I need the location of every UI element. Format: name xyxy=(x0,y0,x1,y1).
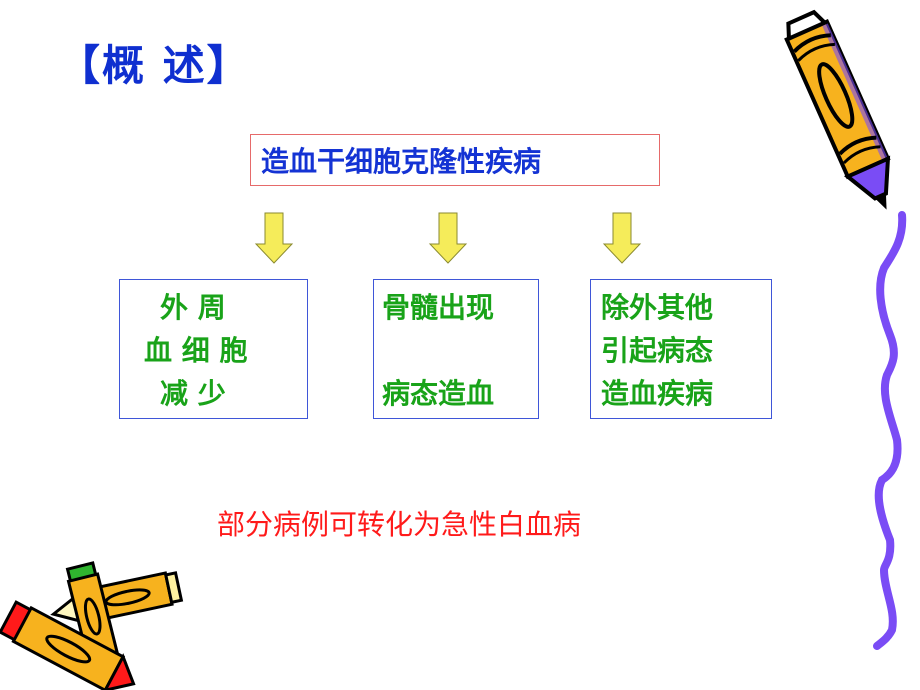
page-title: 【概 述】 xyxy=(58,41,251,90)
box-line: 病态造血 xyxy=(382,377,495,410)
box-line: 血 细 胞 xyxy=(144,334,248,367)
arrow-down-icon xyxy=(254,212,294,264)
box-peripheral-cytopenia: 外 周 血 细 胞 减 少 xyxy=(119,279,308,419)
leukemia-note: 部分病例可转化为急性白血病 xyxy=(217,508,582,541)
crayon-icon xyxy=(784,9,891,210)
squiggle-line-icon xyxy=(873,211,907,650)
box-line: 造血疾病 xyxy=(601,377,714,410)
box-line: 外 周 xyxy=(160,291,226,324)
crossed-crayons-icon xyxy=(0,561,184,690)
arrow-down-icon xyxy=(428,212,468,264)
main-concept-box: 造血干细胞克隆性疾病 xyxy=(250,134,660,186)
box-line: 除外其他 xyxy=(601,291,714,324)
main-concept-text: 造血干细胞克隆性疾病 xyxy=(261,145,542,178)
box-line: 骨髓出现 xyxy=(382,291,495,324)
box-dyshematopoiesis: 骨髓出现 病态造血 xyxy=(373,279,539,419)
box-line: 减 少 xyxy=(160,377,226,410)
box-line: 引起病态 xyxy=(601,334,714,367)
box-exclude-other-diseases: 除外其他 引起病态 造血疾病 xyxy=(590,279,772,419)
arrow-down-icon xyxy=(602,212,642,264)
